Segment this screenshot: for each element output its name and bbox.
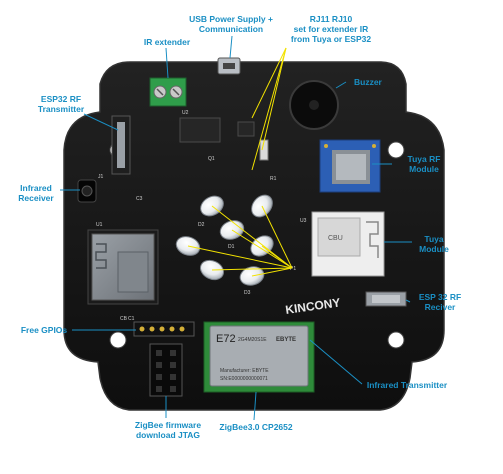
label-tuya-module: Tuya Module bbox=[419, 234, 449, 254]
label-esp32-rf-transmitter: ESP32 RF Transmitter bbox=[37, 94, 85, 114]
buzzer bbox=[289, 80, 339, 130]
silk-u1: U1 bbox=[96, 222, 103, 228]
jtag-header bbox=[149, 343, 183, 397]
esp32-module bbox=[87, 229, 159, 305]
label-rj-set: RJ11 RJ10 set for extender IR from Tuya … bbox=[290, 14, 372, 44]
tuya-module-text: CBU bbox=[328, 235, 343, 242]
label-buzzer: Buzzer bbox=[354, 77, 382, 87]
zigbee-mfr: Manufacturer: EBYTE bbox=[220, 368, 269, 374]
silk-p1: P1 bbox=[290, 266, 296, 272]
tuya-rf-module bbox=[319, 139, 381, 193]
esp32-rf-receiver-module bbox=[365, 291, 407, 307]
label-infrared-receiver: Infrared Receiver bbox=[18, 183, 54, 203]
silk-c3: C3 bbox=[136, 196, 143, 202]
label-zigbee-jtag: ZigBee firmware download JTAG bbox=[134, 420, 202, 440]
free-gpio-header bbox=[133, 321, 195, 337]
silk-u3: U3 bbox=[300, 218, 307, 224]
label-usb-power: USB Power Supply + Communication bbox=[189, 14, 273, 34]
ir-extender-terminal bbox=[149, 77, 187, 107]
silk-q1: Q1 bbox=[208, 156, 215, 162]
label-infrared-transmitter: Infrared Transmitter bbox=[366, 380, 448, 390]
zigbee-id: SN:E0000000000071 bbox=[220, 376, 268, 382]
small-ic bbox=[237, 121, 255, 137]
silk-u2: U2 bbox=[182, 110, 189, 116]
label-esp32-rf-receiver: ESP 32 RF Reciver bbox=[418, 292, 462, 312]
pointer-lines bbox=[187, 47, 293, 277]
zigbee-brand: EBYTE bbox=[276, 337, 296, 343]
label-ir-extender: IR extender bbox=[143, 37, 191, 47]
label-free-gpios: Free GPIOs bbox=[20, 325, 68, 335]
silk-r1: R1 bbox=[270, 176, 277, 182]
silk-cb: CB bbox=[120, 316, 128, 322]
ir-receiver bbox=[77, 179, 97, 203]
silk-d2: D2 bbox=[198, 222, 205, 228]
callout-lines bbox=[60, 35, 412, 421]
silk-d3: D3 bbox=[244, 290, 251, 296]
silk-j1: J1 bbox=[98, 174, 104, 180]
zigbee-module-sub: 2G4M20S1E bbox=[238, 337, 267, 343]
silk-d1: D1 bbox=[228, 244, 235, 250]
zigbee-module: E72 2G4M20S1E EBYTE Manufacturer: EBYTE … bbox=[203, 321, 315, 393]
driver-ic bbox=[179, 117, 221, 143]
label-tuya-rf-module: Tuya RF Module bbox=[407, 154, 441, 174]
tuya-module: CBU bbox=[311, 211, 385, 277]
label-zigbee-chip: ZigBee3.0 CP2652 bbox=[219, 422, 293, 432]
zigbee-module-name: E72 bbox=[216, 333, 236, 345]
silk-c1: C1 bbox=[128, 316, 135, 322]
